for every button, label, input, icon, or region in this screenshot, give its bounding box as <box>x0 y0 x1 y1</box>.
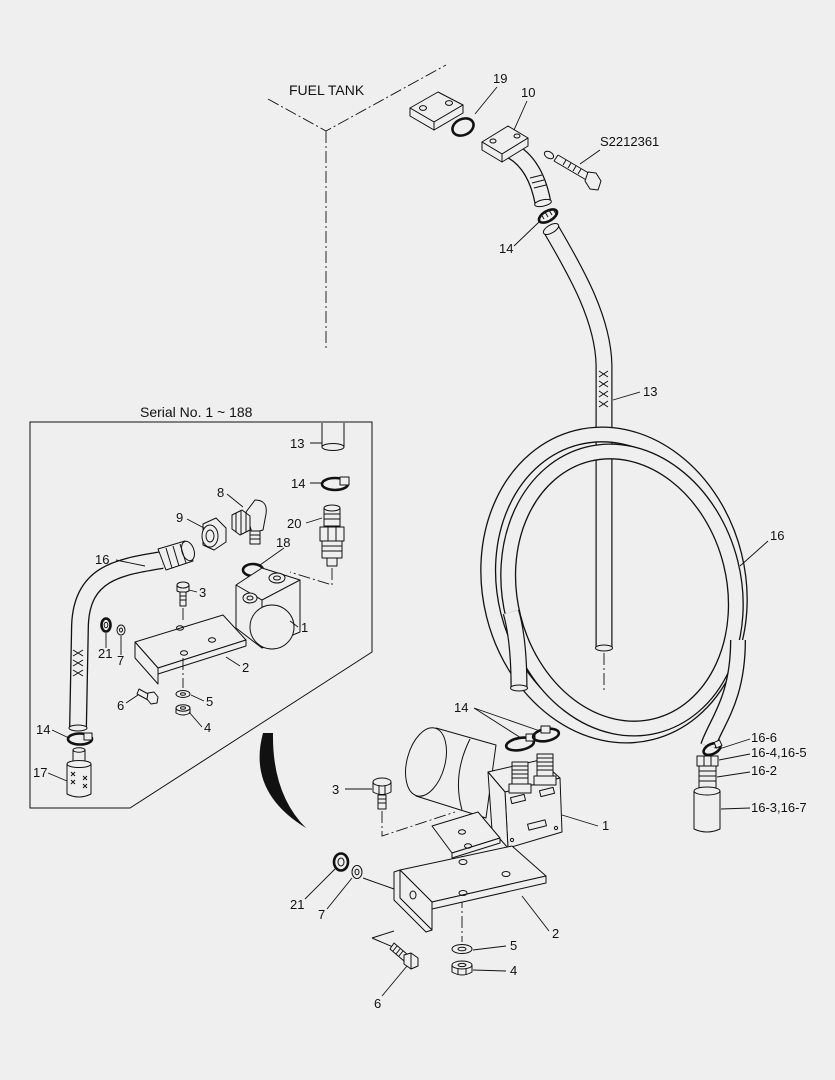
inset-callout-14-lower: 14 <box>36 722 50 737</box>
inset-callout-20: 20 <box>287 516 301 531</box>
leader-lines-inset <box>47 442 323 782</box>
transition-arrow <box>259 733 306 828</box>
inset-callout-13: 13 <box>290 436 304 451</box>
inset-washer-7 <box>116 624 126 636</box>
inset-caption: Serial No. 1 ~ 188 <box>140 404 253 420</box>
inset-nut-9 <box>201 517 227 551</box>
inset-callout-17: 17 <box>33 765 47 780</box>
callout-3: 3 <box>332 782 339 797</box>
hose-clamp-14-upper <box>537 208 559 224</box>
bolt-3 <box>372 777 392 810</box>
hose-clamp-16-6 <box>702 739 723 757</box>
inset-elbow-8 <box>231 499 267 545</box>
inset-callout-2: 2 <box>242 660 249 675</box>
fuel-hose-16-coil <box>480 426 748 749</box>
inset-callout-14-upper: 14 <box>291 476 305 491</box>
assembly-line-bolt-3 <box>381 811 456 837</box>
callout-16-3-16-7: 16-3,16-7 <box>751 800 807 815</box>
inset-callout-9: 9 <box>176 510 183 525</box>
inset-pump-bracket-2 <box>134 614 247 685</box>
callout-5: 5 <box>510 938 517 953</box>
leader-lines-main <box>304 86 769 997</box>
inset-bolt-3 <box>176 581 190 607</box>
inset-hose-13 <box>321 423 345 451</box>
callout-16-4-16-5: 16-4,16-5 <box>751 745 807 760</box>
inset-callout-4: 4 <box>204 720 211 735</box>
callout-16: 16 <box>770 528 784 543</box>
bolt-6 <box>389 942 419 970</box>
callout-13: 13 <box>643 384 657 399</box>
inset-fitting-17 <box>66 747 92 798</box>
callout-7: 7 <box>318 907 325 922</box>
inset-callout-8: 8 <box>217 485 224 500</box>
inset-callout-21: 21 <box>98 646 112 661</box>
fitting-nut-16-4-16-5 <box>696 755 719 767</box>
fuel-hose-13 <box>542 223 613 690</box>
fitting-16-2 <box>698 765 717 790</box>
hose-end-fittings-16 <box>693 739 723 833</box>
fuel-pump-1 <box>405 727 563 859</box>
inset-callout-7: 7 <box>117 653 124 668</box>
inset-hose-clamp-14-upper <box>320 476 350 492</box>
callout-10: 10 <box>521 85 535 100</box>
callout-14-upper: 14 <box>499 241 513 256</box>
callout-4: 4 <box>510 963 517 978</box>
lock-washer-21 <box>332 852 350 872</box>
inset-lock-washer-21 <box>100 617 112 633</box>
inset-callout-1: 1 <box>301 620 308 635</box>
inset-fuel-pump-1 <box>235 567 301 650</box>
callout-14-pump: 14 <box>454 700 468 715</box>
inset-washer-5 <box>175 690 191 698</box>
callout-s2212361: S2212361 <box>600 134 659 149</box>
inset-fitting-20 <box>319 504 345 567</box>
pump-bracket-2 <box>393 845 547 933</box>
tank-flange-plate <box>409 91 464 131</box>
inset-callout-16: 16 <box>95 552 109 567</box>
nut-4 <box>451 960 473 976</box>
callout-19: 19 <box>493 71 507 86</box>
callout-21: 21 <box>290 897 304 912</box>
hose-clamps-14-pump <box>504 725 561 752</box>
inset-assembly-line-fitting <box>289 568 333 586</box>
o-ring-19 <box>451 117 475 137</box>
inset-callout-5: 5 <box>206 694 213 709</box>
fuel-tank-label: FUEL TANK <box>289 82 365 98</box>
callout-1: 1 <box>602 818 609 833</box>
bolt-s2212361 <box>543 150 602 191</box>
inset-hose-clamp-14-lower <box>66 732 94 746</box>
washer-7 <box>351 865 363 879</box>
fuel-tank-outline <box>267 64 447 348</box>
washer-5 <box>451 944 473 954</box>
inset-nut-4 <box>175 704 191 716</box>
inset-callout-6: 6 <box>117 698 124 713</box>
callout-2: 2 <box>552 926 559 941</box>
fitting-sleeve-16-3-16-7 <box>693 786 721 833</box>
callout-6: 6 <box>374 996 381 1011</box>
inset-fuel-hose-16 <box>68 540 195 732</box>
inset-callout-18: 18 <box>276 535 290 550</box>
flange-elbow-10 <box>481 125 552 208</box>
callout-16-2: 16-2 <box>751 763 777 778</box>
inset-bolt-6 <box>136 688 159 705</box>
inset-callout-3: 3 <box>199 585 206 600</box>
inset-frame <box>29 421 373 809</box>
assembly-line-washers <box>362 877 395 890</box>
callout-16-6: 16-6 <box>751 730 777 745</box>
